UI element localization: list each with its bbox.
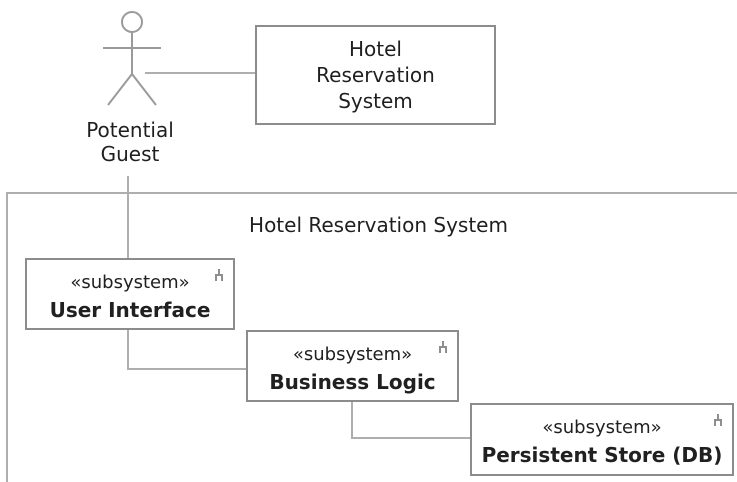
hotel-reservation-system-line-2: Reservation [316,63,435,87]
hotel-reservation-system-line-3: System [338,89,413,113]
actor-system-link [145,72,258,74]
subsystem-name: Persistent Store (DB) [481,443,723,467]
subsystem-persistent-store: «subsystem» Persistent Store (DB) [470,403,734,476]
subsystem-business-logic: «subsystem» Business Logic [246,330,459,402]
system-boundary-top-border [6,192,737,194]
subsystem-icon [215,269,223,281]
subsystem-icon [714,414,722,426]
subsystem-user-interface: «subsystem» User Interface [25,258,235,330]
subsystem-name: User Interface [49,298,211,322]
actor-user-interface-link [127,176,129,258]
actor-icon [103,11,161,106]
actor-label: Potential Guest [86,118,174,166]
user-interface-business-logic-link-horizontal [127,368,248,370]
business-logic-persistent-store-link-horizontal [351,437,472,439]
user-interface-business-logic-link-vertical [127,330,129,370]
hotel-reservation-system-box: Hotel Reservation System [255,25,496,125]
subsystem-icon [439,341,447,353]
subsystem-stereotype: «subsystem» [292,344,413,365]
hotel-reservation-system-line-1: Hotel [349,37,402,61]
subsystem-stereotype: «subsystem» [542,417,662,438]
business-logic-persistent-store-link-vertical [351,401,353,439]
system-boundary-left-border [6,192,8,482]
system-boundary-title: Hotel Reservation System [249,213,508,237]
subsystem-name: Business Logic [269,370,436,394]
subsystem-stereotype: «subsystem» [70,272,190,293]
